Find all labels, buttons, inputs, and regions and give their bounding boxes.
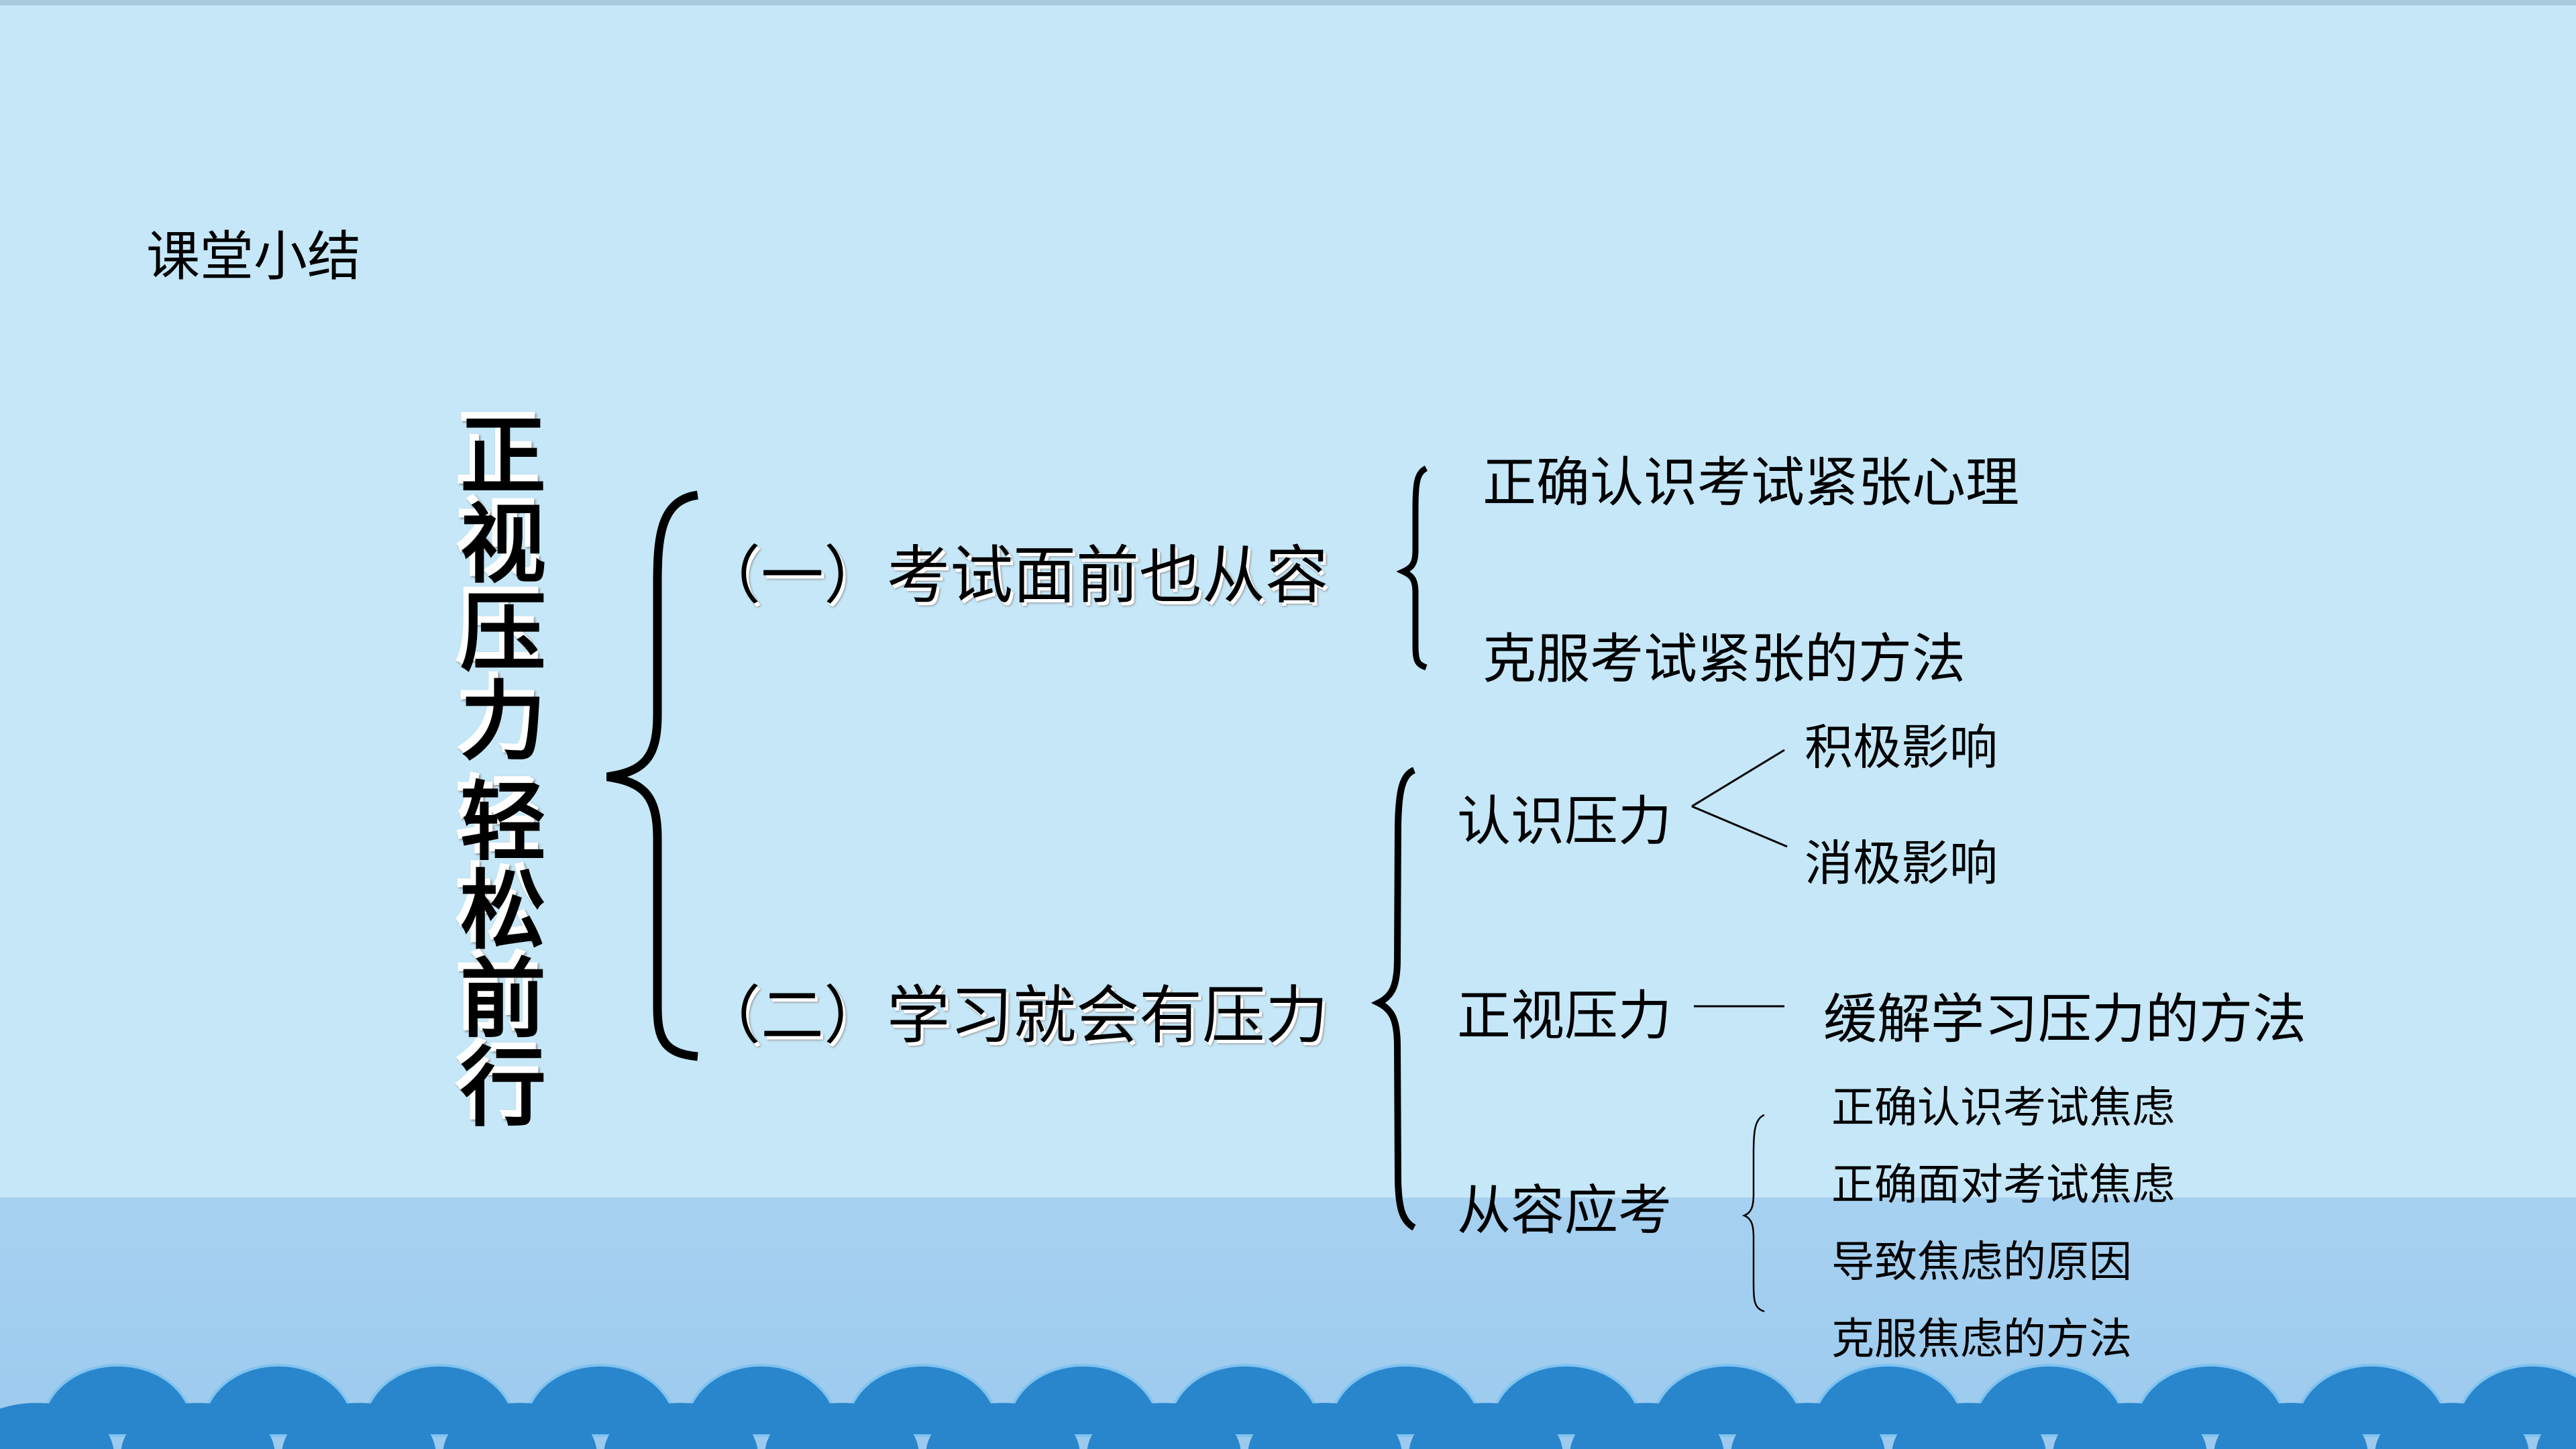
brace-branch-1 — [1396, 465, 1428, 671]
top-border — [0, 0, 2576, 5]
exam-sub-item: 正确认识考试焦虑 — [1831, 1083, 2175, 1133]
negative-impact: 消极影响 — [1805, 835, 1998, 892]
vertical-title: 正 视 压 力 轻 松 前 行 — [456, 413, 550, 1133]
branch-2-item-recognize: 认识压力 — [1457, 790, 1672, 853]
branch-2-heading: （二）学习就会有压力 — [698, 979, 1329, 1053]
title-char: 视 — [460, 495, 546, 595]
brace-branch-2 — [1371, 767, 1416, 1231]
title-char: 轻 — [460, 773, 546, 873]
exam-sub-item: 克服焦虑的方法 — [1831, 1315, 2132, 1364]
slide-background — [0, 0, 2576, 1197]
brace-exam — [1741, 1114, 1765, 1313]
title-char: 正 — [460, 407, 546, 506]
main-brace — [606, 490, 699, 1061]
branch-2-item-face: 正视压力 — [1457, 985, 1672, 1047]
section-label: 课堂小结 — [146, 225, 361, 288]
exam-sub-item: 导致焦虑的原因 — [1831, 1238, 2132, 1287]
title-char: 松 — [460, 861, 546, 961]
title-char: 力 — [460, 672, 546, 772]
title-char: 前 — [460, 950, 546, 1050]
line-to-positive — [1691, 749, 1785, 808]
branch-2-item-calm-exam: 从容应考 — [1457, 1179, 1672, 1242]
wave-decoration — [0, 1364, 2576, 1449]
relief-methods: 缓解学习压力的方法 — [1823, 988, 2306, 1051]
title-char: 压 — [460, 584, 546, 684]
positive-impact: 积极影响 — [1805, 719, 1998, 775]
title-char: 行 — [460, 1038, 546, 1138]
exam-sub-item: 正确面对考试焦虑 — [1831, 1161, 2175, 1210]
branch-1-item: 克服考试紧张的方法 — [1483, 628, 1966, 690]
branch-1-item: 正确认识考试紧张心理 — [1483, 451, 2019, 514]
line-to-negative — [1691, 805, 1788, 848]
branch-1-heading: （一）考试面前也从容 — [698, 539, 1329, 612]
